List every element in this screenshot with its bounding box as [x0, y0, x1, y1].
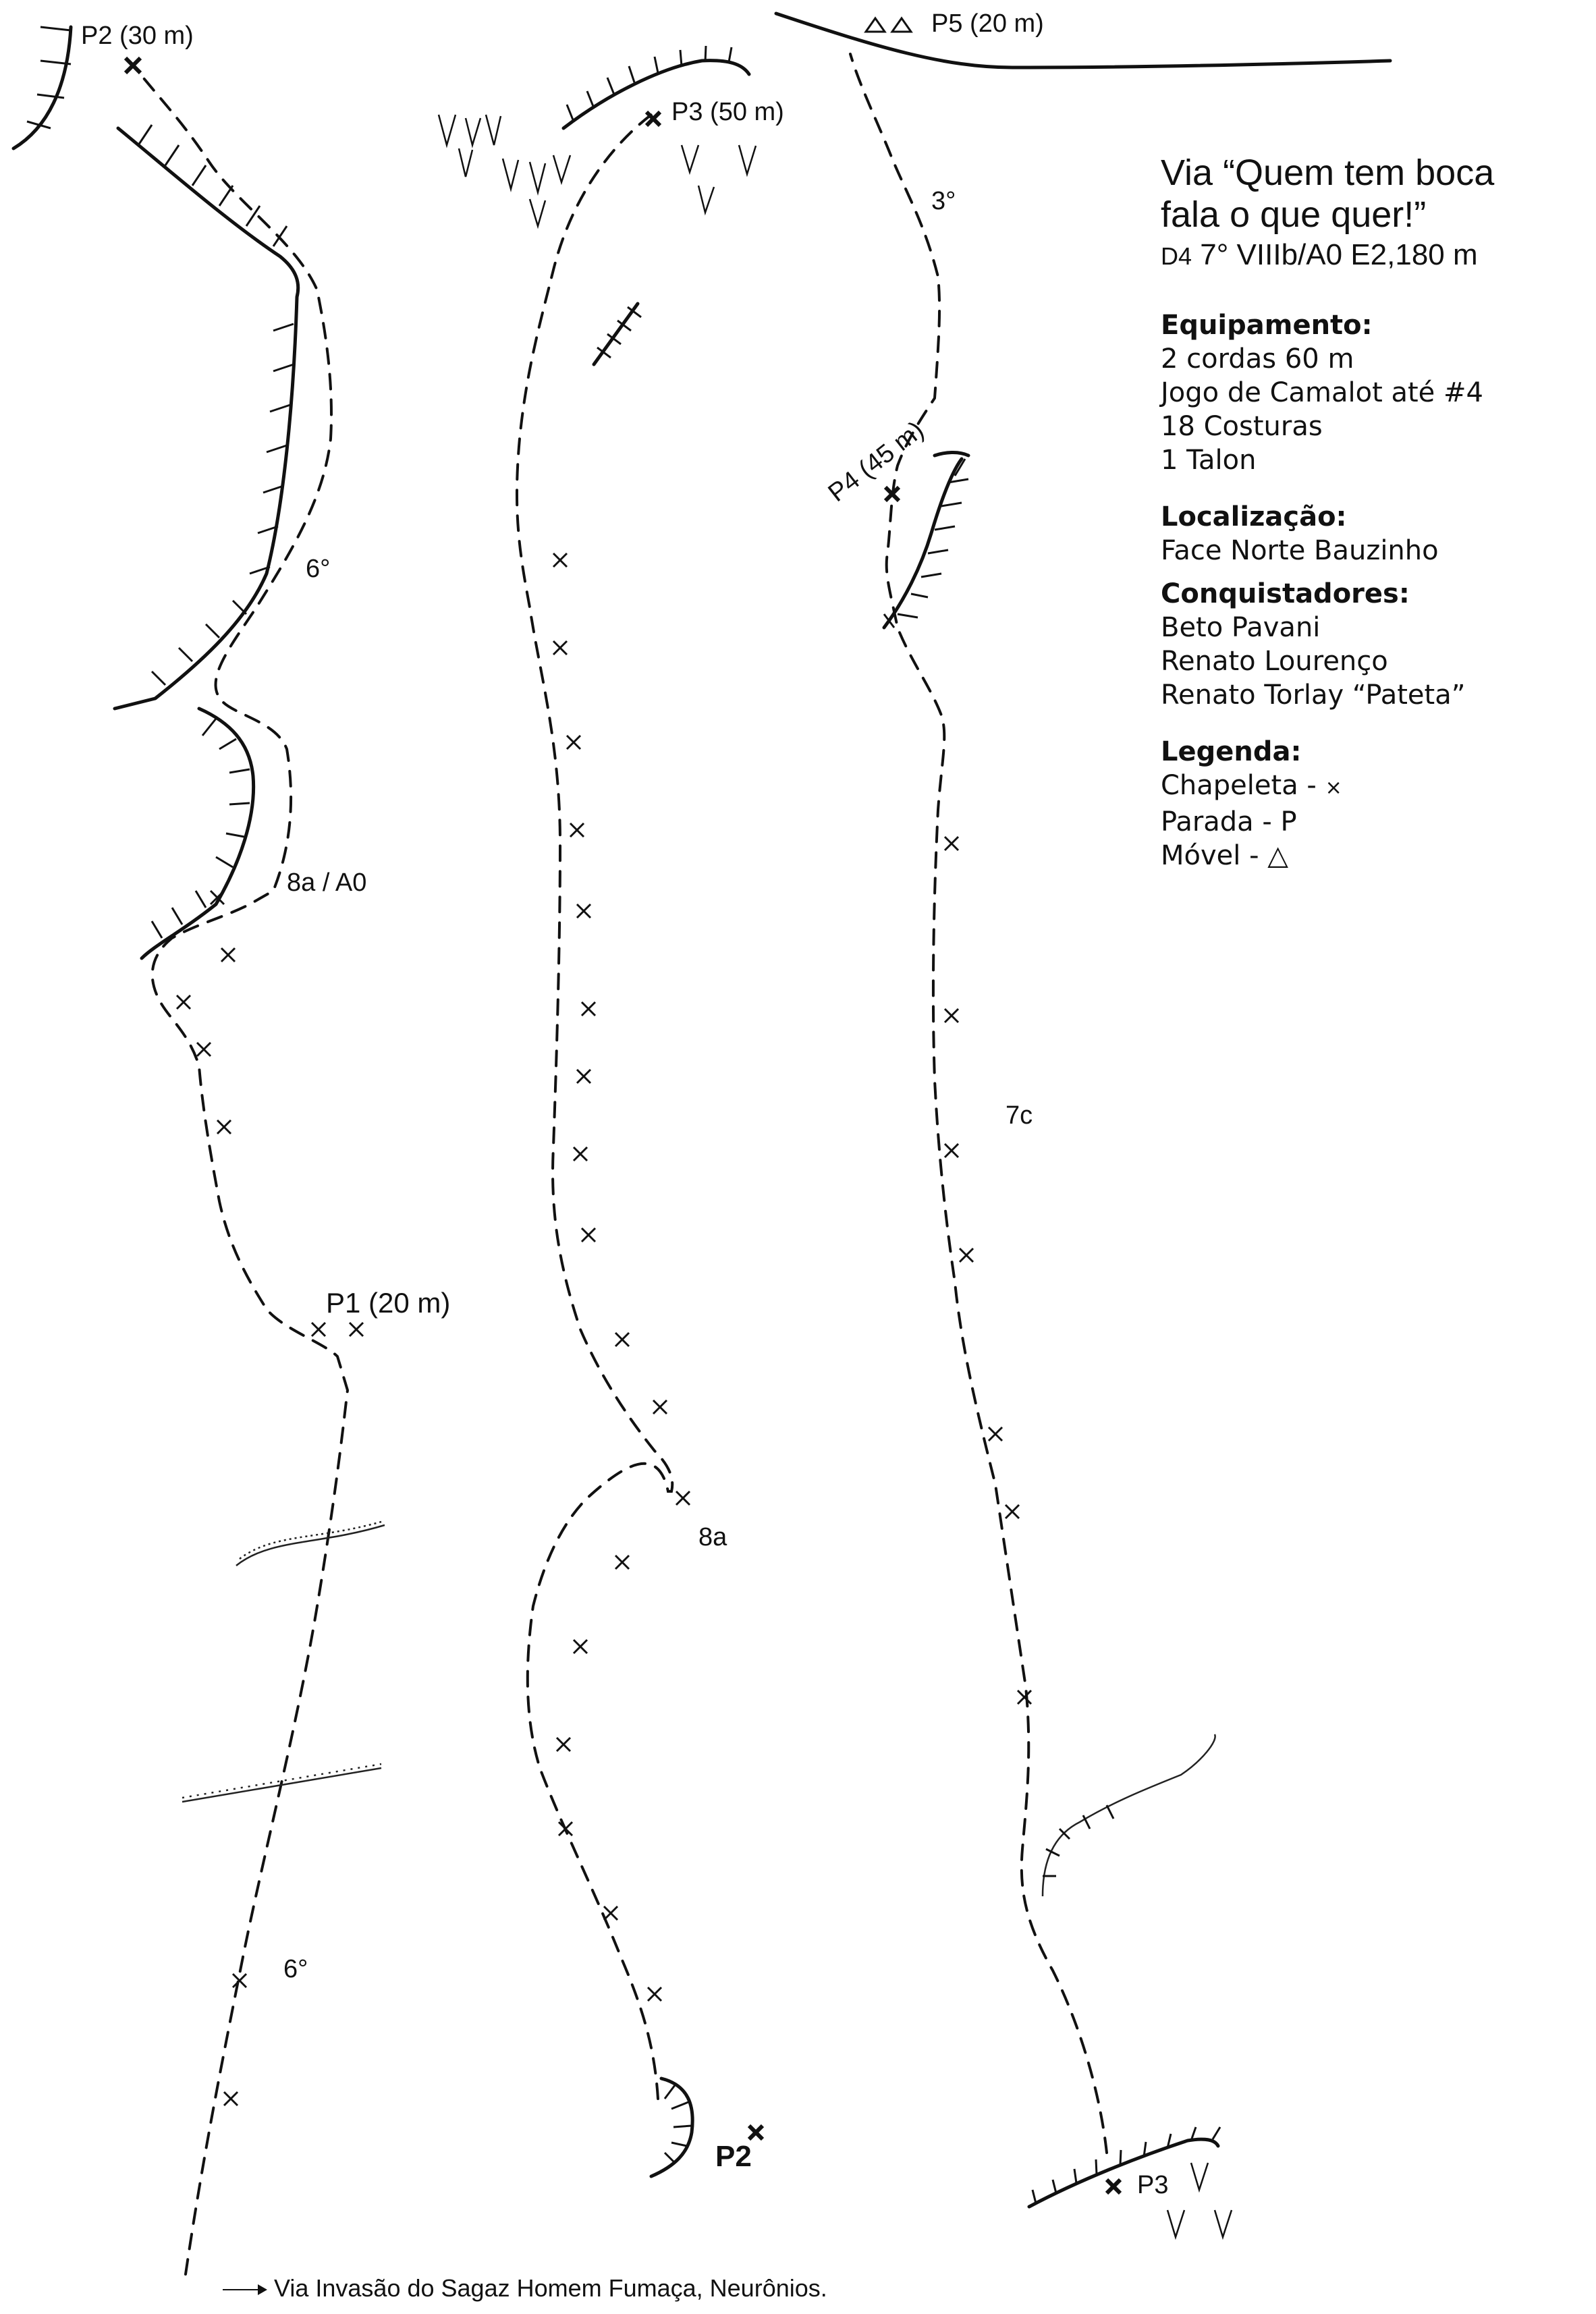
section-line: 18 Costuras [1161, 411, 1323, 442]
bolt-icon: × [1325, 776, 1342, 800]
ledge-p3-top-ticks [566, 45, 733, 122]
route-line-middle [516, 113, 674, 2100]
overhang-top-left [11, 25, 73, 150]
label-p3-top: P3 (50 m) [671, 98, 784, 126]
dihedral-lower-ticks [150, 718, 250, 939]
legend-item-belay: Parada - P [1161, 805, 1579, 839]
crack-middle [592, 302, 640, 366]
route-line-pitch-3 [437, 45, 765, 2178]
legend-item-removable: Móvel - △ [1161, 839, 1579, 873]
overhang-top-left-ticks [26, 26, 72, 130]
route-title-line-1: Via “Quem tem boca [1161, 153, 1495, 193]
section-line: Jogo de Camalot até #4 [1161, 377, 1483, 408]
label-grade-8a-a0: 8a / A0 [287, 869, 366, 897]
dihedral-upper-ticks [137, 124, 294, 686]
route-line-pitch-4-5 [774, 11, 1392, 2240]
label-p1: P1 (20 m) [326, 1287, 450, 1319]
route-line-left [134, 66, 350, 2276]
label-grade-6-lower: 6° [283, 1955, 308, 1983]
overhang-p2-bottom-ticks [663, 2085, 692, 2164]
triangle-icon: △ [1267, 840, 1289, 871]
label-p4: P4 (45 m) [823, 416, 929, 507]
label-grade-8a: 8a [698, 1523, 727, 1551]
ridge-top [774, 11, 1392, 70]
section-line: Face Norte Bauzinho [1161, 535, 1439, 566]
section-heading: Conquistadores: [1161, 578, 1410, 609]
overhang-p2-bottom [649, 2076, 694, 2178]
cam-triangle-icon-2 [890, 16, 913, 33]
section-line: Renato Torlay “Pateta” [1161, 680, 1466, 711]
route-grade-prefix: D4 [1161, 242, 1192, 270]
section-line: 1 Talon [1161, 445, 1257, 476]
ledge-p3-bottom-ticks [1031, 2126, 1221, 2204]
cam-icon-group [864, 16, 913, 33]
section-line: 2 cordas 60 m [1161, 343, 1354, 375]
ledge-p3-bottom [1027, 2137, 1220, 2209]
section-first-ascent: Conquistadores: Beto Pavani Renato Loure… [1161, 577, 1579, 712]
route-info-panel: Via “Quem tem boca fala o que quer!” D4 … [1161, 152, 1579, 896]
route-grade: D4 7° VIIIb/A0 E2,180 m [1161, 238, 1579, 272]
route-title-line-2: fala o que quer!” [1161, 194, 1427, 235]
legend-heading: Legenda: [1161, 736, 1302, 767]
bolts-route3 [943, 835, 1033, 1705]
route-line-pitch-1-2 [11, 25, 385, 2276]
legend-label: Chapeleta - [1161, 770, 1325, 801]
dihedral-p4 [882, 457, 964, 630]
label-p5: P5 (20 m) [931, 9, 1044, 38]
cam-triangle-icon [864, 16, 887, 33]
ledge-long [182, 1767, 382, 1803]
legend-label: Móvel - [1161, 840, 1268, 871]
flake-right-ticks [1043, 1805, 1115, 1877]
grass-icon-group-middle [437, 114, 757, 229]
section-line: Renato Lourenço [1161, 646, 1388, 677]
section-heading: Localização: [1161, 501, 1347, 532]
label-grade-6-upper: 6° [306, 555, 330, 583]
footer-text: Via Invasão do Sagaz Homem Fumaça, Neurô… [274, 2274, 827, 2302]
route-title: Via “Quem tem boca fala o que quer!” [1161, 152, 1579, 236]
route-line-right [849, 53, 1108, 2154]
arrow-right-icon [223, 2284, 267, 2296]
crack-middle-ticks [597, 306, 642, 359]
dihedral-p4-top [933, 451, 970, 458]
section-legend: Legenda: Chapeleta - × Parada - P Móvel … [1161, 735, 1579, 873]
legend-item-bolt: Chapeleta - × [1161, 769, 1579, 805]
section-location: Localização: Face Norte Bauzinho [1161, 500, 1579, 568]
section-equipment: Equipamento: 2 cordas 60 m Jogo de Camal… [1161, 308, 1579, 477]
bolts-route2 [552, 552, 691, 2002]
label-grade-3: 3° [931, 187, 956, 215]
section-heading: Equipamento: [1161, 310, 1373, 341]
footer-note: Via Invasão do Sagaz Homem Fumaça, Neurô… [223, 2274, 827, 2303]
label-p2-top: P2 (30 m) [81, 22, 194, 50]
legend-label: Parada - P [1161, 806, 1297, 837]
dihedral-p4-ticks [883, 458, 969, 628]
grass-icon-group-right [1166, 2162, 1233, 2240]
label-p2-bottom: P2 [715, 2140, 752, 2173]
dihedral-lower-left [140, 707, 256, 960]
route-grade-value: 7° VIIIb/A0 E2,180 m [1200, 238, 1478, 271]
label-grade-7c: 7c [1006, 1101, 1033, 1130]
dihedral-upper-left [113, 126, 300, 711]
flake-right [1041, 1734, 1216, 1897]
roof-small [236, 1524, 385, 1566]
diagram-labels: P2 (30 m) P3 (50 m) P5 (20 m) 3° P4 (45 … [81, 9, 1168, 2199]
label-p3-bottom: P3 [1137, 2171, 1168, 2199]
section-line: Beto Pavani [1161, 612, 1321, 643]
